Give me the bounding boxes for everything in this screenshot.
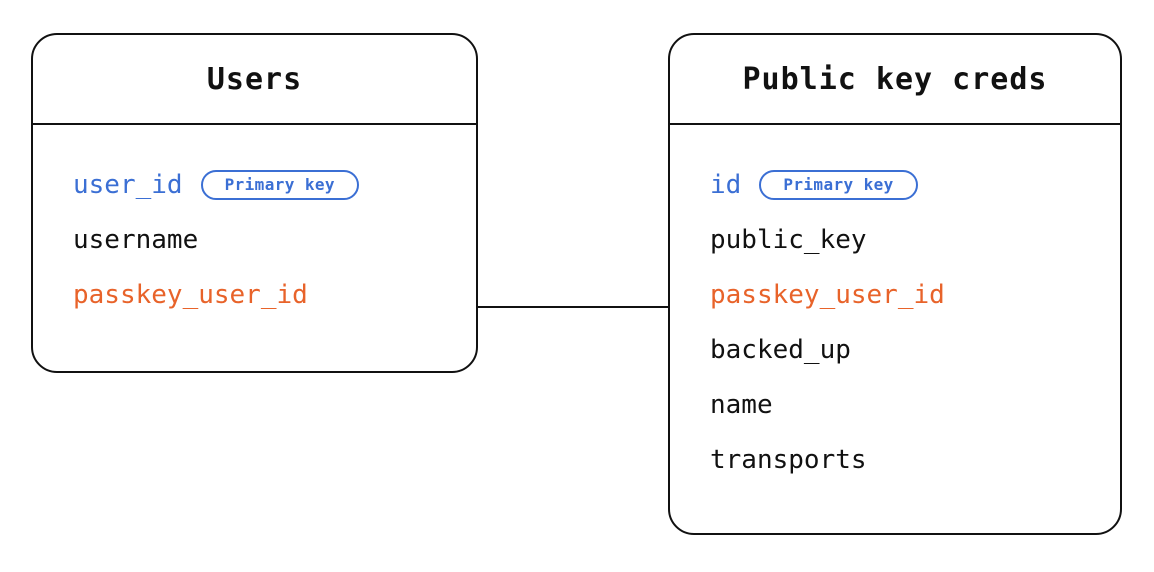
field-row[interactable]: user_id Primary key bbox=[73, 157, 476, 212]
entity-public-key-creds-title: Public key creds bbox=[742, 61, 1048, 97]
field-name-name: name bbox=[710, 389, 773, 420]
field-row[interactable]: transports bbox=[710, 432, 1120, 487]
field-row[interactable]: name bbox=[710, 377, 1120, 432]
field-name-username: username bbox=[73, 224, 199, 255]
field-name-public-key: public_key bbox=[710, 224, 867, 255]
primary-key-badge: Primary key bbox=[200, 169, 359, 200]
field-row[interactable]: public_key bbox=[710, 212, 1120, 267]
field-row[interactable]: backed_up bbox=[710, 322, 1120, 377]
entity-users-title: Users bbox=[206, 61, 303, 97]
entity-users-header: Users bbox=[33, 35, 476, 125]
field-row[interactable]: passkey_user_id bbox=[710, 267, 1120, 322]
primary-key-badge: Primary key bbox=[759, 169, 918, 200]
field-name-backed-up: backed_up bbox=[710, 334, 851, 365]
field-name-passkey-user-id: passkey_user_id bbox=[73, 279, 308, 310]
entity-public-key-creds-header: Public key creds bbox=[670, 35, 1120, 125]
entity-public-key-creds-field-list: id Primary key public_key passkey_user_i… bbox=[670, 125, 1120, 487]
entity-public-key-creds[interactable]: Public key creds id Primary key public_k… bbox=[668, 33, 1122, 535]
entity-users[interactable]: Users user_id Primary key username passk… bbox=[31, 33, 478, 373]
field-name-user-id: user_id bbox=[73, 169, 183, 200]
field-row[interactable]: id Primary key bbox=[710, 157, 1120, 212]
field-row[interactable]: passkey_user_id bbox=[73, 267, 476, 322]
entity-users-field-list: user_id Primary key username passkey_use… bbox=[33, 125, 476, 322]
field-row[interactable]: username bbox=[73, 212, 476, 267]
relationship-connector-users-public-key-creds bbox=[478, 306, 668, 308]
field-name-passkey-user-id: passkey_user_id bbox=[710, 279, 945, 310]
field-name-transports: transports bbox=[710, 444, 867, 475]
field-name-id: id bbox=[710, 169, 742, 200]
